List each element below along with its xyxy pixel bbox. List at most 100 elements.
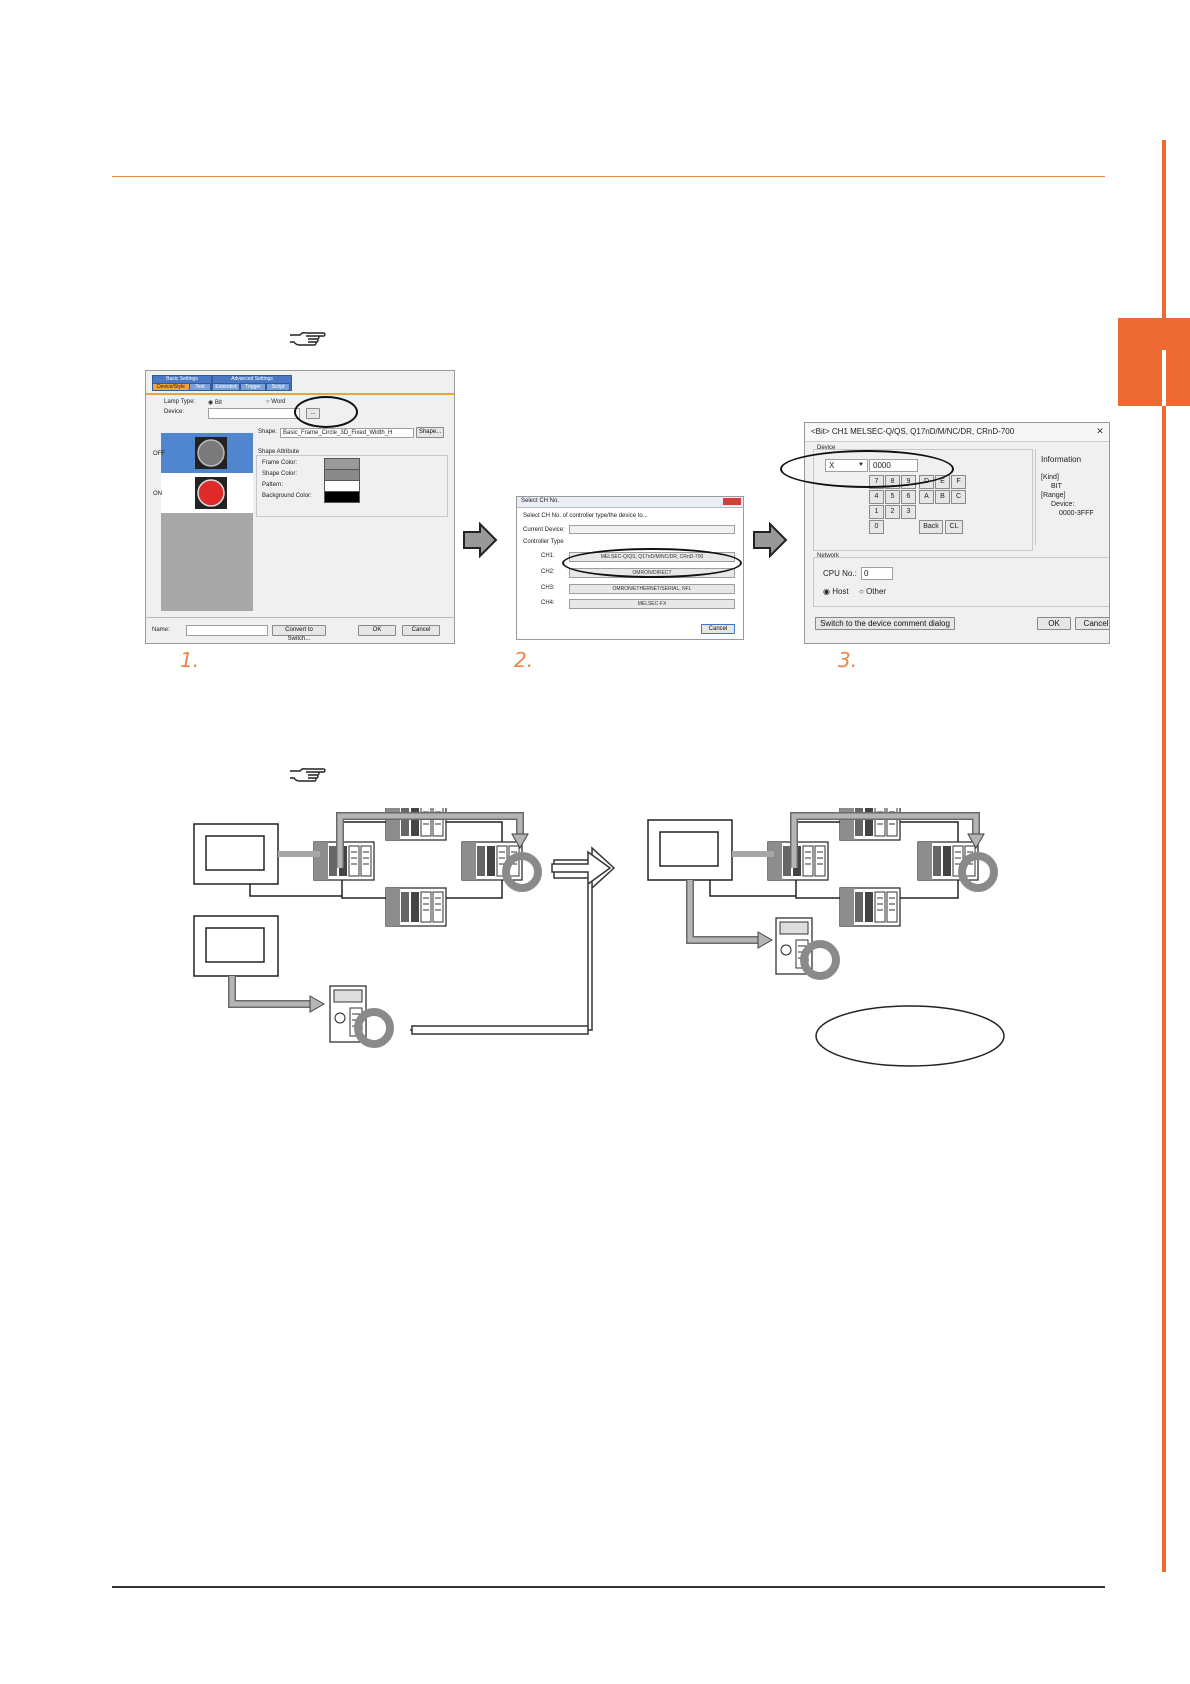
side-accent-line [1162, 140, 1166, 1572]
key-b[interactable]: B [935, 490, 950, 504]
cpu-no-input[interactable]: 0 [861, 567, 893, 580]
info-device-label: Device: [1051, 501, 1075, 508]
dialog-title: Select CH No. [521, 498, 560, 504]
key-1[interactable]: 1 [869, 505, 884, 519]
pointing-hand-icon [290, 332, 326, 346]
key-5[interactable]: 5 [885, 490, 900, 504]
key-0[interactable]: 0 [869, 520, 884, 534]
ch3-label: CH3: [541, 585, 555, 591]
ch4-button[interactable]: MELSEC-FX [569, 599, 735, 609]
info-kind-value: BIT [1051, 483, 1062, 490]
info-kind-label: [Kind] [1041, 474, 1059, 481]
shape-button[interactable]: Shape... [416, 427, 444, 438]
current-device-field [569, 525, 735, 534]
device-label: Device: [164, 409, 185, 415]
instruction-text: Select CH No. of controller type/the dev… [523, 513, 648, 519]
on-label: ON [153, 491, 162, 497]
tab-underline [146, 393, 454, 395]
cancel-button[interactable]: Cancel [701, 624, 735, 634]
title-bar: <Bit> CH1 MELSEC-Q/QS, Q17nD/M/NC/DR, CR… [805, 423, 1109, 442]
information-panel: [Kind] BIT [Range] Device: 0000-3FFF [1041, 473, 1094, 518]
on-state-row[interactable] [161, 473, 253, 513]
lamp-settings-dialog: Basic Settings Advanced Settings Device/… [145, 370, 455, 644]
cpu-no-label: CPU No.: [823, 569, 857, 578]
shape-select[interactable]: Basic_Frame_Circle_3D_Fixed_Width_H [280, 428, 414, 438]
highlight-ellipse-ch1 [562, 548, 742, 578]
radio-bit[interactable]: ◉ Bit [208, 400, 222, 406]
device-input[interactable] [208, 408, 300, 419]
controller-type-label: Controller Type [523, 539, 564, 545]
network-group-label: Network [817, 553, 840, 559]
right-arrow-icon [753, 522, 788, 558]
step-3-label: 3. [838, 648, 858, 672]
key-6[interactable]: 6 [901, 490, 916, 504]
got-panel-merged [647, 819, 733, 881]
pattern-label: Pattern: [262, 482, 284, 488]
ok-button[interactable]: OK [1037, 617, 1071, 630]
network-group [813, 557, 1109, 607]
right-arrow-icon [463, 522, 498, 558]
radio-word[interactable]: ○ Word [266, 399, 286, 405]
subtab-script[interactable]: Script [266, 383, 290, 391]
settings-tab-bar: Basic Settings Advanced Settings Device/… [152, 375, 302, 391]
highlight-ellipse-device [780, 450, 954, 488]
footer-divider [146, 617, 454, 618]
got-panel-1 [193, 823, 279, 885]
radio-other[interactable]: ○ Other [859, 587, 887, 596]
background-color-label: Background Color: [262, 493, 312, 499]
footer-rule [112, 1586, 1105, 1588]
information-title: Information [1041, 455, 1082, 464]
network-configuration-diagram [193, 808, 1005, 1067]
ch4-label: CH4: [541, 600, 555, 606]
key-f[interactable]: F [951, 475, 966, 489]
ch3-button[interactable]: OMRON/ETHERNET/SERIAL, NFL [569, 584, 735, 594]
off-state-row[interactable] [161, 433, 253, 473]
cancel-button[interactable]: Cancel [402, 625, 440, 636]
shape-color-label: Shape Color: [262, 471, 298, 477]
ch1-label: CH1: [541, 553, 555, 559]
name-input[interactable] [186, 625, 268, 636]
close-icon[interactable] [723, 498, 741, 505]
info-range-label: [Range] [1041, 492, 1066, 499]
key-c[interactable]: C [951, 490, 966, 504]
shape-label: Shape: [258, 429, 278, 435]
cancel-button[interactable]: Cancel [1075, 617, 1109, 630]
subtab-device-style[interactable]: Device/Style [152, 383, 190, 391]
ok-button[interactable]: OK [358, 625, 396, 636]
shape-attribute-label: Shape Attribute [258, 449, 300, 455]
chapter-tab [1118, 318, 1190, 406]
title-bar: Select CH No. [517, 497, 743, 508]
info-range-value: 0000-3FFF [1059, 510, 1094, 517]
key-3[interactable]: 3 [901, 505, 916, 519]
got-panel-2 [193, 915, 279, 977]
subtab-text[interactable]: Text [189, 383, 211, 391]
header-rule [112, 176, 1105, 177]
state-preview-column [161, 433, 253, 611]
key-a[interactable]: A [919, 490, 934, 504]
subtab-extended[interactable]: Extended [212, 383, 240, 391]
lamp-type-label: Lamp Type: [164, 399, 196, 405]
convert-to-switch-button[interactable]: Convert to Switch... [272, 625, 326, 642]
switch-device-comment-button[interactable]: Switch to the device comment dialog [815, 617, 955, 630]
chapter-tab-notch [1162, 350, 1166, 406]
dialog-title: <Bit> CH1 MELSEC-Q/QS, Q17nD/M/NC/DR, CR… [811, 427, 1015, 436]
key-2[interactable]: 2 [885, 505, 900, 519]
ch2-label: CH2: [541, 569, 555, 575]
radio-host[interactable]: ◉ Host [823, 587, 849, 596]
step-1-label: 1. [180, 648, 200, 672]
current-device-label: Current Device: [523, 527, 565, 533]
off-label: OFF [153, 451, 165, 457]
name-label: Name: [152, 627, 170, 633]
clear-button[interactable]: CL [945, 520, 963, 534]
device-group [813, 449, 1033, 551]
key-4[interactable]: 4 [869, 490, 884, 504]
close-icon[interactable]: ✕ [1096, 426, 1104, 436]
back-button[interactable]: Back [919, 520, 943, 534]
pointing-hand-icon [290, 768, 326, 782]
background-color-swatch[interactable] [324, 491, 360, 503]
highlight-ellipse-device-button [294, 396, 358, 428]
shape-attribute-group [256, 455, 448, 517]
info-divider [1035, 449, 1036, 545]
subtab-trigger[interactable]: Trigger [240, 383, 266, 391]
step-2-label: 2. [514, 648, 534, 672]
